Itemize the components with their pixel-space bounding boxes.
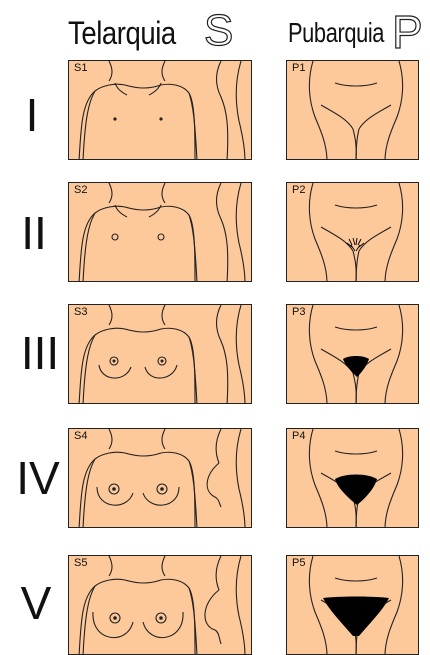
stage-roman-4: IV [8,455,68,501]
pubic-stage-1-code: P1 [292,63,305,74]
stage-roman-2: II [4,210,64,256]
breast-stage-3-panel: S3 [68,304,252,404]
pubic-stage-3-code: P3 [292,307,305,318]
pubic-stage-4-drawing [287,429,419,528]
breast-stage-5-drawing [69,556,252,655]
breast-stage-2-panel: S2 [68,182,252,282]
pubarquia-title: Pubarquia P [288,10,411,56]
breast-stage-3-code: S3 [74,307,87,318]
pubic-stage-3-drawing [287,305,419,404]
breast-stage-1-panel: S1 [68,60,252,160]
stage-roman-1: I [2,92,62,138]
pubic-stage-2-code: P2 [292,185,305,196]
pubic-stage-5-code: P5 [292,558,305,569]
breast-stage-4-drawing [69,429,252,528]
pubic-stage-5-drawing [287,556,419,655]
breast-stage-5-code: S5 [74,558,87,569]
breast-stage-4-code: S4 [74,431,87,442]
stage-roman-3: III [10,330,70,376]
pubic-stage-2-panel: P2 [286,182,419,282]
telarquia-label: Telarquia [68,10,176,56]
telarquia-title: Telarquia S [68,10,193,56]
pubic-stage-3-panel: P3 [286,304,419,404]
pubic-stage-4-panel: P4 [286,428,419,528]
breast-stage-2-drawing [69,183,252,282]
s-outline-letter: S [204,6,233,56]
pubic-stage-5-panel: P5 [286,555,419,655]
pubic-stage-4-code: P4 [292,431,305,442]
breast-stage-1-drawing [69,61,252,160]
p-outline-letter: P [392,5,422,59]
breast-stage-4-panel: S4 [68,428,252,528]
breast-stage-1-code: S1 [74,63,87,74]
stage-roman-5: V [6,580,66,626]
pubic-stage-2-drawing [287,183,419,282]
breast-stage-2-code: S2 [74,185,87,196]
pubic-stage-1-panel: P1 [286,60,419,160]
pubarquia-label: Pubarquia [288,10,384,56]
pubic-stage-1-drawing [287,61,419,160]
breast-stage-3-drawing [69,305,252,404]
breast-stage-5-panel: S5 [68,555,252,655]
